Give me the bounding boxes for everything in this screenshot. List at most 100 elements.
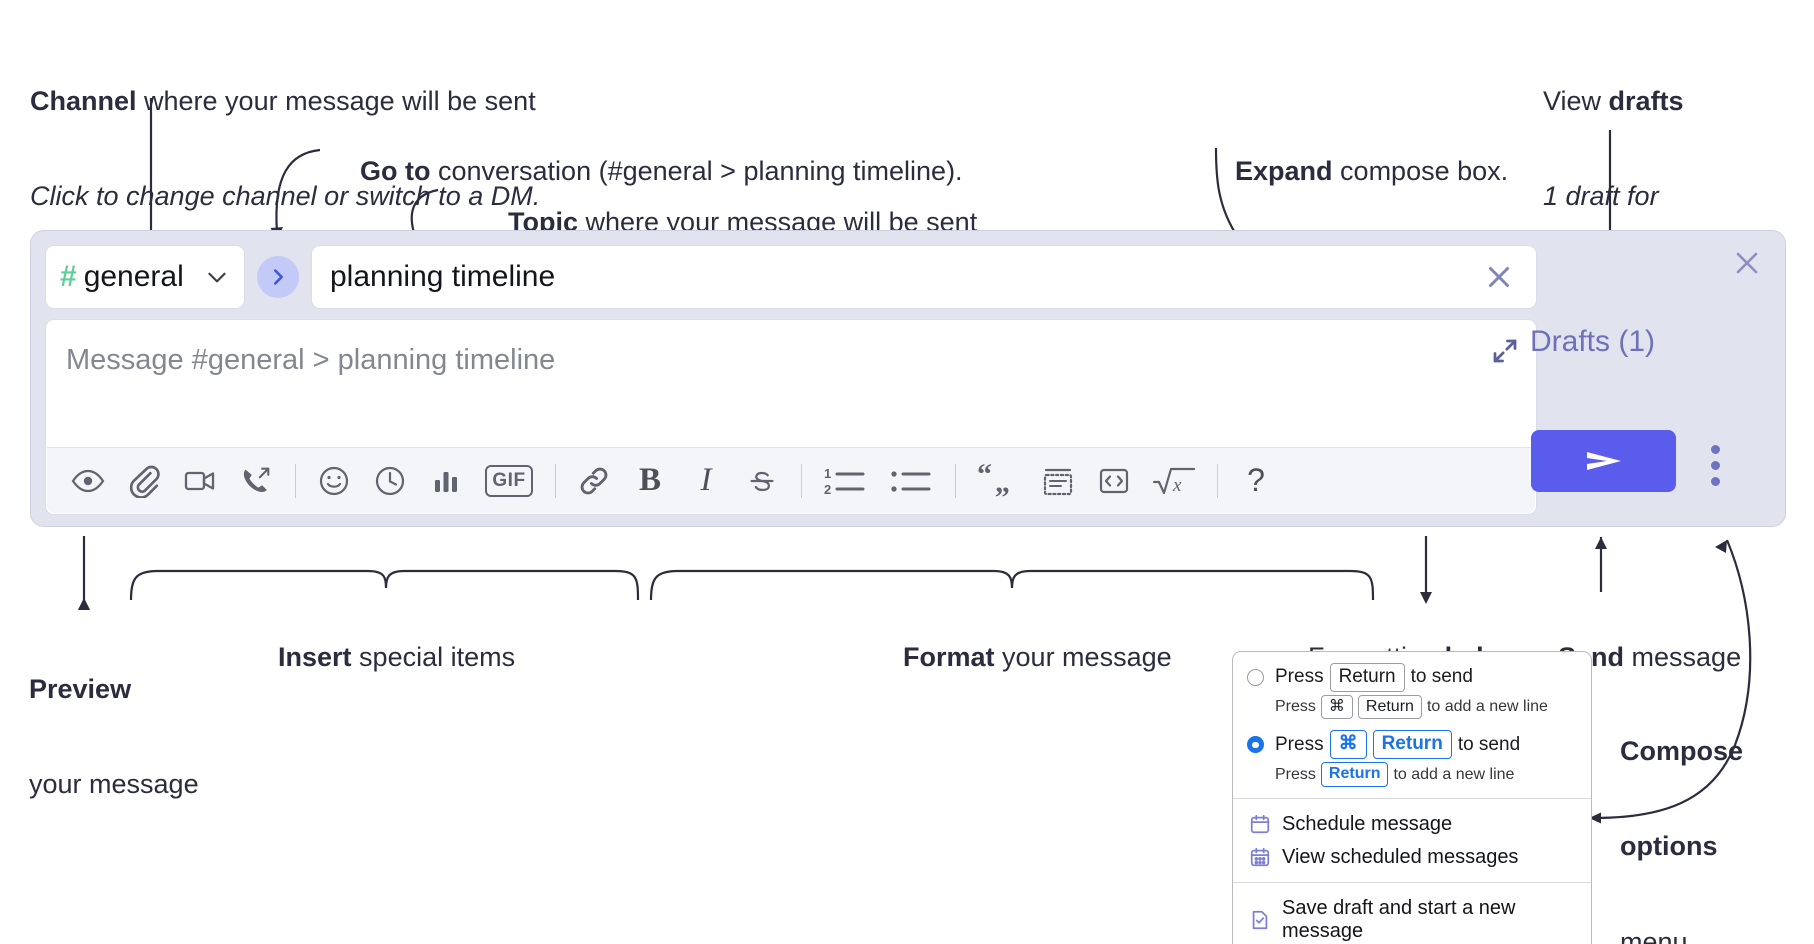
annotation-goto-bold: Go to xyxy=(360,155,431,186)
toolbar-separator xyxy=(955,463,956,498)
kebab-dot xyxy=(1710,460,1720,470)
hash-icon: # xyxy=(60,260,77,293)
strikethrough-icon[interactable] xyxy=(739,458,785,504)
menu-item-view-scheduled-messages[interactable]: View scheduled messages xyxy=(1233,841,1591,874)
message-placeholder: Message #general > planning timeline xyxy=(66,344,556,376)
italic-glyph: I xyxy=(700,462,712,498)
question-mark-icon[interactable]: ? xyxy=(1233,458,1279,504)
topic-value: planning timeline xyxy=(330,260,556,293)
menu-section-send-shortcuts: Press Return to send Press ⌘ Return to a… xyxy=(1233,652,1591,798)
annotation-drafts-italic-1: 1 draft for xyxy=(1543,181,1659,212)
message-input-box[interactable]: Message #general > planning timeline xyxy=(45,319,1537,515)
toolbar-separator xyxy=(801,463,802,498)
preview-icon[interactable] xyxy=(65,458,111,504)
annotation-preview-line2: your message xyxy=(29,769,199,800)
svg-text:1: 1 xyxy=(824,466,831,481)
key-return: Return xyxy=(1372,730,1452,760)
formatting-toolbar: GIF B I xyxy=(47,447,1535,513)
menu-item-save-draft[interactable]: Save draft and start a new message xyxy=(1233,892,1591,944)
annotation-insert: Insert special items xyxy=(248,610,515,706)
menu-subtext-cmd-return: Press Return to add a new line xyxy=(1233,759,1591,790)
calendar-icon xyxy=(1249,813,1271,835)
channel-name: general xyxy=(83,260,184,293)
bar-chart-icon[interactable] xyxy=(423,458,469,504)
annotation-insert-rest: special items xyxy=(351,641,516,672)
link-icon[interactable] xyxy=(571,458,617,504)
toolbar-separator xyxy=(555,463,556,498)
annotation-expand-bold: Expand xyxy=(1235,155,1333,186)
send-icon xyxy=(1586,452,1621,470)
document-check-icon xyxy=(1249,909,1271,931)
paperclip-icon[interactable] xyxy=(121,458,167,504)
clock-icon[interactable] xyxy=(367,458,413,504)
menu-item-schedule-message[interactable]: Schedule message xyxy=(1233,808,1591,841)
radio-icon[interactable] xyxy=(1247,668,1264,686)
italic-icon[interactable]: I xyxy=(683,458,729,504)
compose-options-menu: Press Return to send Press ⌘ Return to a… xyxy=(1232,651,1592,944)
menu-radio-option-return[interactable]: Press Return to send xyxy=(1233,661,1591,692)
gif-icon[interactable]: GIF xyxy=(479,458,539,504)
annotation-drafts-plain: View xyxy=(1543,85,1609,116)
annotation-send-rest: message xyxy=(1624,641,1742,672)
bold-icon[interactable]: B xyxy=(627,458,673,504)
smiley-icon[interactable] xyxy=(311,458,357,504)
annotation-format-rest: your message xyxy=(994,641,1172,672)
numbered-list-icon[interactable]: 1 2 xyxy=(817,458,873,504)
compose-top-row: # general planning timeline xyxy=(45,245,1537,309)
annotation-compose-bold-1: Compose xyxy=(1620,735,1744,766)
toolbar-separator xyxy=(1217,463,1218,498)
video-camera-icon[interactable] xyxy=(177,458,223,504)
kebab-dot xyxy=(1710,444,1720,454)
annotation-compose-options: Compose options menu xyxy=(1620,672,1743,944)
phone-arrow-icon[interactable] xyxy=(233,458,279,504)
annotation-compose-plain: menu xyxy=(1620,926,1688,944)
svg-text:x: x xyxy=(1172,475,1182,496)
send-button[interactable] xyxy=(1531,430,1676,492)
radio-icon-selected[interactable] xyxy=(1247,736,1264,754)
annotation-insert-bold: Insert xyxy=(278,641,352,672)
menu-subtext-return: Press ⌘ Return to add a new line xyxy=(1233,692,1591,723)
key-return: Return xyxy=(1320,762,1389,787)
annotation-goto: Go to conversation (#general > planning … xyxy=(330,124,963,220)
close-icon[interactable] xyxy=(1727,243,1767,283)
compose-options-button[interactable] xyxy=(1700,440,1730,490)
menu-section-schedule: Schedule message View scheduled messages xyxy=(1233,797,1591,882)
radio-label-post: to send xyxy=(1457,733,1521,755)
annotation-format: Format your message xyxy=(873,610,1172,706)
annotation-channel-bold: Channel xyxy=(30,85,137,116)
gif-label: GIF xyxy=(485,464,533,497)
calendar-grid-icon xyxy=(1249,846,1271,868)
key-return: Return xyxy=(1329,663,1405,692)
menu-radio-option-cmd-return[interactable]: Press ⌘ Return to send xyxy=(1233,728,1591,760)
compose-inner: # general planning timeline M xyxy=(45,245,1537,515)
toolbar-separator xyxy=(295,463,296,498)
subtext-post: to add a new line xyxy=(1393,765,1515,783)
close-icon[interactable] xyxy=(1478,256,1520,298)
question-mark-glyph: ? xyxy=(1247,462,1265,498)
angle-brackets-icon[interactable] xyxy=(1091,458,1137,504)
radio-label-pre: Press xyxy=(1275,733,1324,755)
topic-input[interactable]: planning timeline xyxy=(311,245,1537,309)
drafts-link[interactable]: Drafts (1) xyxy=(1530,325,1656,358)
subtext-pre: Press xyxy=(1275,765,1316,783)
key-command: ⌘ xyxy=(1329,730,1367,760)
annotation-preview-bold: Preview xyxy=(29,673,132,704)
chevron-down-icon xyxy=(204,264,230,290)
go-to-conversation-button[interactable] xyxy=(257,256,299,298)
bulleted-list-icon[interactable] xyxy=(883,458,939,504)
annotation-channel-italic: Click to change channel or switch to a D… xyxy=(30,181,541,212)
bold-glyph: B xyxy=(638,462,661,498)
sqrt-x-icon[interactable]: x xyxy=(1147,458,1201,504)
menu-item-label: Schedule message xyxy=(1282,812,1453,835)
quote-icon[interactable]: “ „ xyxy=(971,458,1025,504)
key-command: ⌘ xyxy=(1320,694,1353,720)
annotation-channel: Channel where your message will be sent … xyxy=(30,22,540,277)
annotation-send: Send message xyxy=(1528,610,1741,706)
expand-icon[interactable] xyxy=(1488,334,1522,368)
subtext-pre: Press xyxy=(1275,698,1316,716)
channel-selector[interactable]: # general xyxy=(45,245,245,309)
code-block-icon[interactable] xyxy=(1035,458,1081,504)
svg-text:2: 2 xyxy=(824,482,831,497)
compose-panel: # general planning timeline M xyxy=(30,230,1786,527)
annotation-goto-rest: conversation (#general > planning timeli… xyxy=(430,155,963,186)
